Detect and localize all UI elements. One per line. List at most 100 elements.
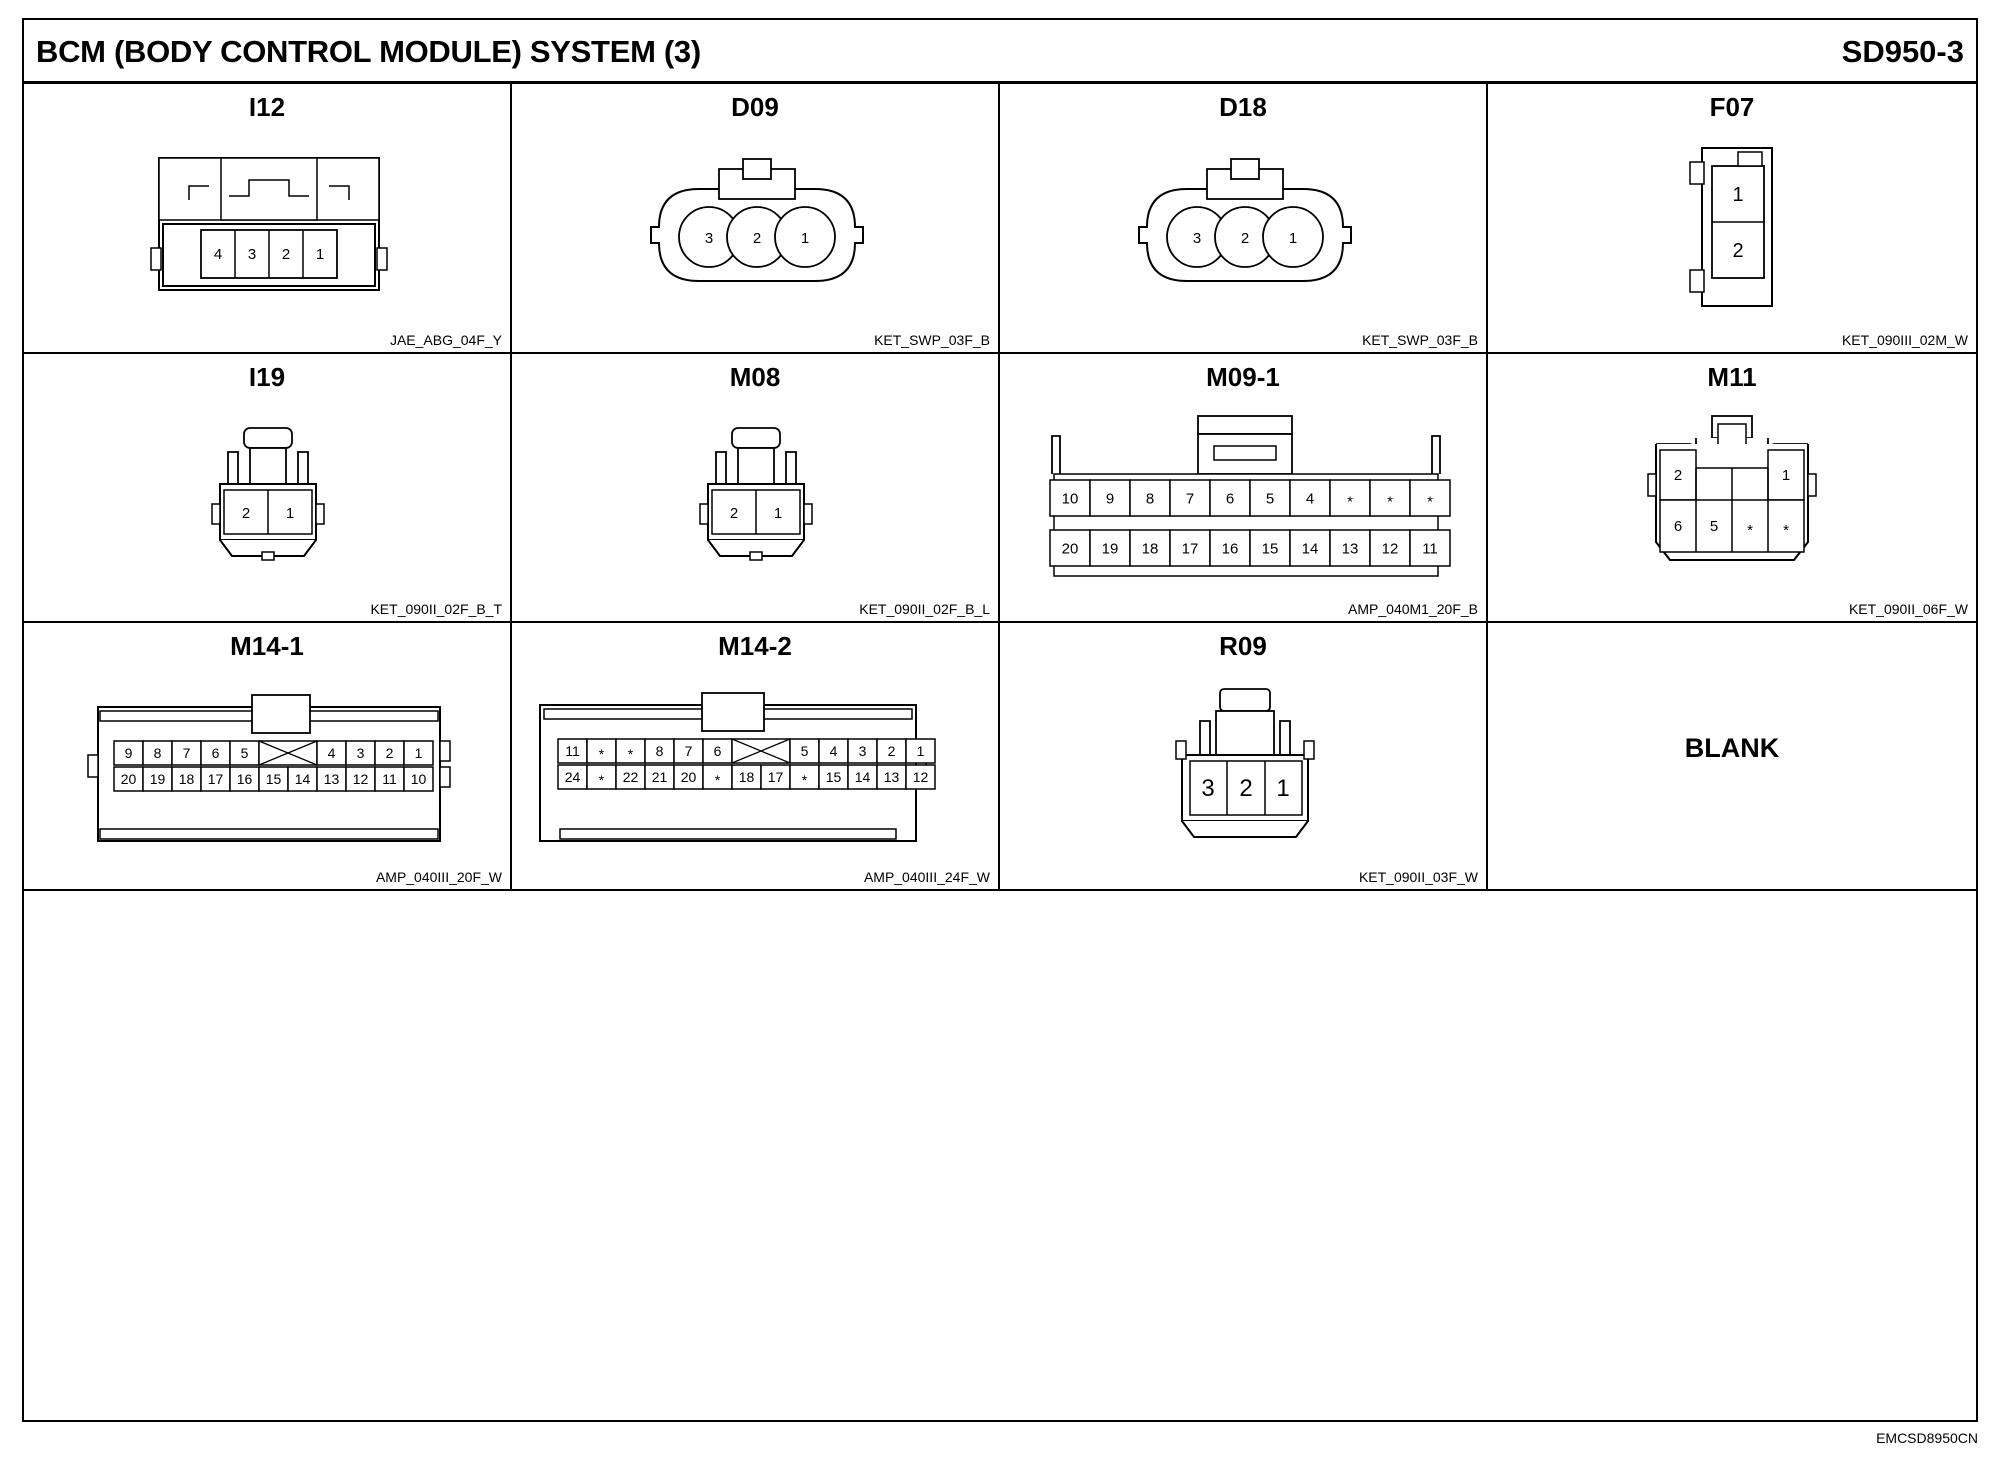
pin-label: 1	[286, 505, 294, 522]
pin-cell	[1209, 529, 1251, 567]
pin-label: 5	[1266, 490, 1274, 507]
part-number: KET_090II_02F_B_L	[859, 601, 990, 617]
part-number: AMP_040M1_20F_B	[1348, 601, 1478, 617]
pin-cell	[113, 766, 144, 792]
pin-label: 2	[1239, 775, 1252, 802]
title-bar: BCM (BODY CONTROL MODULE) SYSTEM (3) SD9…	[24, 20, 1976, 84]
pin-cell	[1129, 529, 1171, 567]
pin-label: 5	[801, 743, 809, 759]
connector-cell-d18: D18 3 2 1 KET_SWP_03F_B	[1000, 84, 1488, 354]
pin-label: 3	[1193, 230, 1201, 247]
pin-label: 17	[1182, 540, 1199, 557]
pin-label: 15	[266, 771, 282, 787]
part-number: AMP_040III_20F_W	[375, 869, 502, 885]
pin-label: 17	[208, 771, 224, 787]
part-number: KET_090II_02F_B_T	[370, 601, 502, 617]
connector-cell-r09: R09 3 2 1 KET_090II_03F_W	[1000, 623, 1488, 891]
connector-id: F07	[1709, 92, 1755, 122]
pin-label: 1	[1289, 230, 1297, 247]
pin-cell	[702, 764, 733, 790]
connector-id: D09	[731, 92, 779, 122]
pin-label: 19	[150, 771, 166, 787]
pin-label: 2	[1241, 230, 1249, 247]
pin-label: 20	[121, 771, 137, 787]
pin-label: 14	[295, 771, 311, 787]
pin-cell	[1369, 479, 1411, 517]
pin-label: 10	[1062, 490, 1079, 507]
pin-label: 20	[1062, 540, 1079, 557]
pin-label: 19	[1102, 540, 1119, 557]
pin-cell	[171, 740, 202, 766]
pin-label: 5	[1710, 518, 1718, 535]
figure-reference: EMCSD8950CN	[1876, 1430, 1978, 1446]
pin-label: 2	[386, 745, 394, 761]
connector-cell-i12: I12 4 3 2 1 JAE_ABG_04F_Y	[24, 84, 512, 354]
pin-label: *	[802, 772, 808, 788]
pin-cell	[789, 764, 820, 790]
connector-grid: I12 4 3 2 1 JAE_ABG_04F_Y	[24, 84, 1976, 891]
pin-label: *	[1747, 522, 1753, 539]
pin-label: 2	[753, 230, 761, 247]
pin-label: 5	[241, 745, 249, 761]
pin-label: 8	[1146, 490, 1154, 507]
connector-diagram-i12: 4 3 2 1	[150, 157, 388, 291]
pin-label: 16	[1222, 540, 1239, 557]
pin-label: 2	[888, 743, 896, 759]
connector-id: M14-2	[718, 631, 792, 661]
connector-diagram-m08: 2 1	[699, 427, 813, 561]
pin-label: 13	[324, 771, 340, 787]
connector-id: M09-1	[1206, 362, 1280, 392]
connector-diagram-m11: 2 1 6 5 * *	[1647, 415, 1817, 561]
pin-label: 1	[801, 230, 809, 247]
pin-cell	[229, 766, 260, 792]
part-number: KET_SWP_03F_B	[1362, 332, 1478, 348]
part-number: KET_090II_06F_W	[1848, 601, 1968, 617]
pin-cell	[847, 764, 878, 790]
pin-cell	[731, 764, 762, 790]
connector-cell-d09: D09 3 2 1 KET_SWP_03F_B	[512, 84, 1000, 354]
pin-label: 14	[855, 769, 871, 785]
pin-label: 18	[179, 771, 195, 787]
pin-label: 3	[705, 230, 713, 247]
connector-id: I19	[248, 362, 286, 392]
pin-label: 8	[154, 745, 162, 761]
diagram-sheet: BCM (BODY CONTROL MODULE) SYSTEM (3) SD9…	[22, 18, 1978, 1422]
part-number: KET_090II_03F_W	[1358, 869, 1478, 885]
pin-label: *	[715, 772, 721, 788]
connector-id: M11	[1707, 362, 1757, 392]
part-number: JAE_ABG_04F_Y	[389, 332, 502, 348]
pin-label: 10	[411, 771, 427, 787]
pin-cell	[1289, 479, 1331, 517]
pin-label: 6	[212, 745, 220, 761]
connector-id: R09	[1219, 631, 1267, 661]
pin-label: 18	[739, 769, 755, 785]
pin-cell	[113, 740, 144, 766]
pin-cell	[1169, 529, 1211, 567]
pin-label: 15	[826, 769, 842, 785]
pin-label: 20	[681, 769, 697, 785]
pin-cell	[142, 740, 173, 766]
pin-label: *	[628, 746, 634, 762]
connector-diagram-i19: 2 1	[211, 427, 325, 561]
connector-diagram-d18: 3 2 1	[1138, 158, 1352, 282]
pin-label: 4	[1306, 490, 1314, 507]
pin-label: *	[1783, 522, 1789, 539]
pin-label: 3	[1201, 775, 1214, 802]
pin-cell	[258, 766, 289, 792]
pin-label: 7	[1186, 490, 1194, 507]
pin-label: 4	[328, 745, 336, 761]
pin-label: 2	[282, 246, 290, 263]
pin-label: 12	[1382, 540, 1399, 557]
pin-cell	[818, 764, 849, 790]
pin-label: 13	[1342, 540, 1359, 557]
pin-cell	[905, 764, 936, 790]
pin-cell	[876, 764, 907, 790]
connector-diagram-f07: 1 2	[1689, 147, 1773, 307]
pin-cell	[200, 740, 231, 766]
pin-label: 6	[1226, 490, 1234, 507]
